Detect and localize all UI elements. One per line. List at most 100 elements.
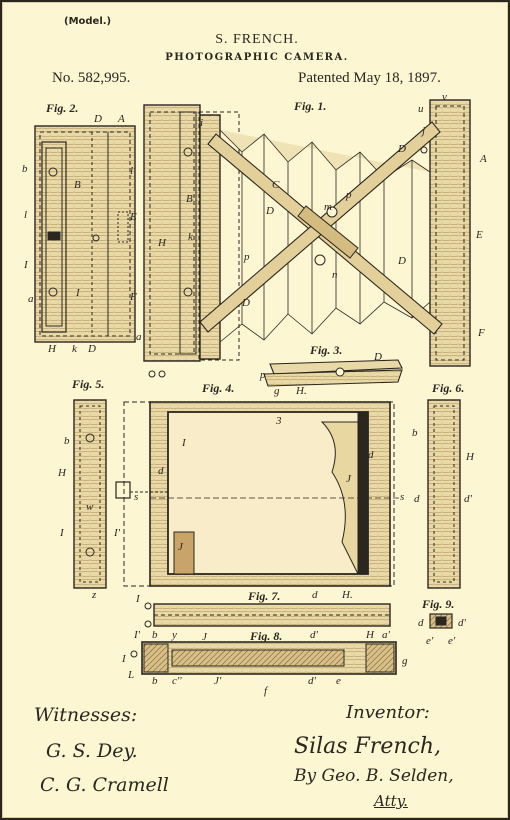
svg-text:H: H	[157, 237, 167, 249]
svg-text:v: v	[442, 91, 447, 103]
svg-text:F: F	[477, 327, 485, 339]
fig8-caption: Fig. 8.	[249, 629, 282, 643]
svg-text:H.: H.	[295, 385, 307, 397]
svg-text:d': d'	[310, 629, 319, 641]
figure-8	[130, 641, 397, 675]
svg-text:I: I	[23, 259, 29, 271]
svg-text:u: u	[418, 103, 424, 115]
svg-text:E: E	[129, 211, 137, 223]
model-note: (Model.)	[64, 16, 112, 27]
svg-text:p: p	[243, 251, 250, 263]
witness-2-signature: C. G. Cramell	[40, 774, 169, 796]
svg-text:d: d	[312, 589, 318, 601]
svg-text:b: b	[22, 163, 28, 175]
svg-text:B: B	[186, 193, 193, 205]
svg-text:I': I'	[113, 527, 121, 539]
figure-7	[144, 602, 391, 628]
svg-text:e': e'	[426, 635, 434, 647]
svg-text:d: d	[418, 617, 424, 629]
svg-text:k: k	[72, 343, 78, 355]
fig4-caption: Fig. 4.	[201, 381, 234, 395]
fig7-caption: Fig. 7.	[247, 589, 280, 603]
svg-text:g: g	[274, 385, 280, 397]
svg-text:l: l	[24, 209, 27, 221]
svg-text:b: b	[64, 435, 70, 447]
attorney-signature: By Geo. B. Selden,	[294, 766, 454, 786]
figure-2	[34, 125, 136, 343]
figure-9	[429, 613, 453, 629]
fig6-caption: Fig. 6.	[431, 381, 464, 395]
svg-text:J: J	[346, 473, 352, 485]
svg-text:D: D	[397, 255, 406, 267]
svg-text:z: z	[91, 589, 97, 601]
svg-text:D: D	[241, 297, 250, 309]
figure-5	[73, 399, 107, 589]
svg-text:d': d'	[308, 675, 317, 687]
svg-text:d: d	[368, 449, 374, 461]
fig1-caption: Fig. 1.	[293, 99, 326, 113]
svg-text:e': e'	[448, 635, 456, 647]
svg-text:H: H	[47, 343, 57, 355]
attorney-label: Atty.	[374, 792, 408, 810]
witness-1-signature: G. S. Dey.	[46, 740, 138, 762]
svg-text:I: I	[135, 593, 141, 605]
svg-text:I: I	[59, 527, 65, 539]
svg-text:b: b	[152, 629, 158, 641]
svg-text:D: D	[397, 143, 406, 155]
figure-3	[263, 359, 403, 387]
patent-title: PHOTOGRAPHIC CAMERA.	[165, 52, 349, 63]
svg-text:d': d'	[464, 493, 473, 505]
inventor-signature: Silas French,	[294, 734, 441, 759]
svg-text:H.: H.	[341, 589, 353, 601]
svg-text:a: a	[136, 331, 142, 343]
svg-text:J: J	[202, 631, 208, 643]
svg-text:L: L	[127, 669, 134, 681]
svg-text:I: I	[121, 653, 127, 665]
svg-text:c'': c''	[172, 675, 182, 687]
svg-text:d: d	[158, 465, 164, 477]
svg-text:y: y	[171, 629, 177, 641]
svg-text:i: i	[200, 117, 203, 129]
svg-text:p: p	[345, 189, 352, 201]
svg-text:D: D	[265, 205, 274, 217]
svg-text:B: B	[74, 179, 81, 191]
fig5-caption: Fig. 5.	[71, 377, 104, 391]
svg-text:j: j	[420, 125, 425, 137]
svg-text:H: H	[365, 629, 375, 641]
svg-text:D: D	[373, 351, 382, 363]
svg-text:H: H	[465, 451, 475, 463]
svg-text:l': l'	[130, 165, 136, 177]
figure-6	[427, 399, 461, 589]
patent-drawing: Fig. 2. Fig. 1. Fig. 3. Fig. 4. Fig. 5. …	[22, 91, 487, 697]
svg-text:d': d'	[458, 617, 467, 629]
svg-text:A: A	[117, 113, 125, 125]
svg-text:J': J'	[214, 675, 222, 687]
svg-text:k: k	[188, 231, 194, 243]
svg-text:3: 3	[275, 415, 282, 427]
svg-text:D: D	[93, 113, 102, 125]
witnesses-heading: Witnesses:	[34, 704, 138, 726]
svg-text:f: f	[264, 685, 269, 697]
svg-text:C: C	[272, 179, 280, 191]
svg-text:a': a'	[382, 629, 391, 641]
fig3-caption: Fig. 3.	[309, 343, 342, 357]
patent-number: No. 582,995.	[52, 70, 131, 86]
patent-date: Patented May 18, 1897.	[298, 70, 441, 86]
svg-text:F: F	[129, 291, 137, 303]
svg-text:w: w	[86, 501, 94, 513]
svg-text:e: e	[336, 675, 341, 687]
svg-text:g: g	[402, 655, 408, 667]
inventor-heading: S. FRENCH.	[215, 32, 299, 47]
svg-text:I: I	[75, 287, 81, 299]
svg-text:b: b	[152, 675, 158, 687]
svg-text:p: p	[259, 369, 266, 381]
svg-text:s: s	[134, 491, 138, 503]
svg-text:I: I	[181, 437, 187, 449]
svg-text:E: E	[475, 229, 483, 241]
svg-text:J: J	[178, 541, 184, 553]
svg-text:I': I'	[133, 629, 141, 641]
svg-text:d: d	[414, 493, 420, 505]
figure-plate-holder	[115, 401, 400, 587]
